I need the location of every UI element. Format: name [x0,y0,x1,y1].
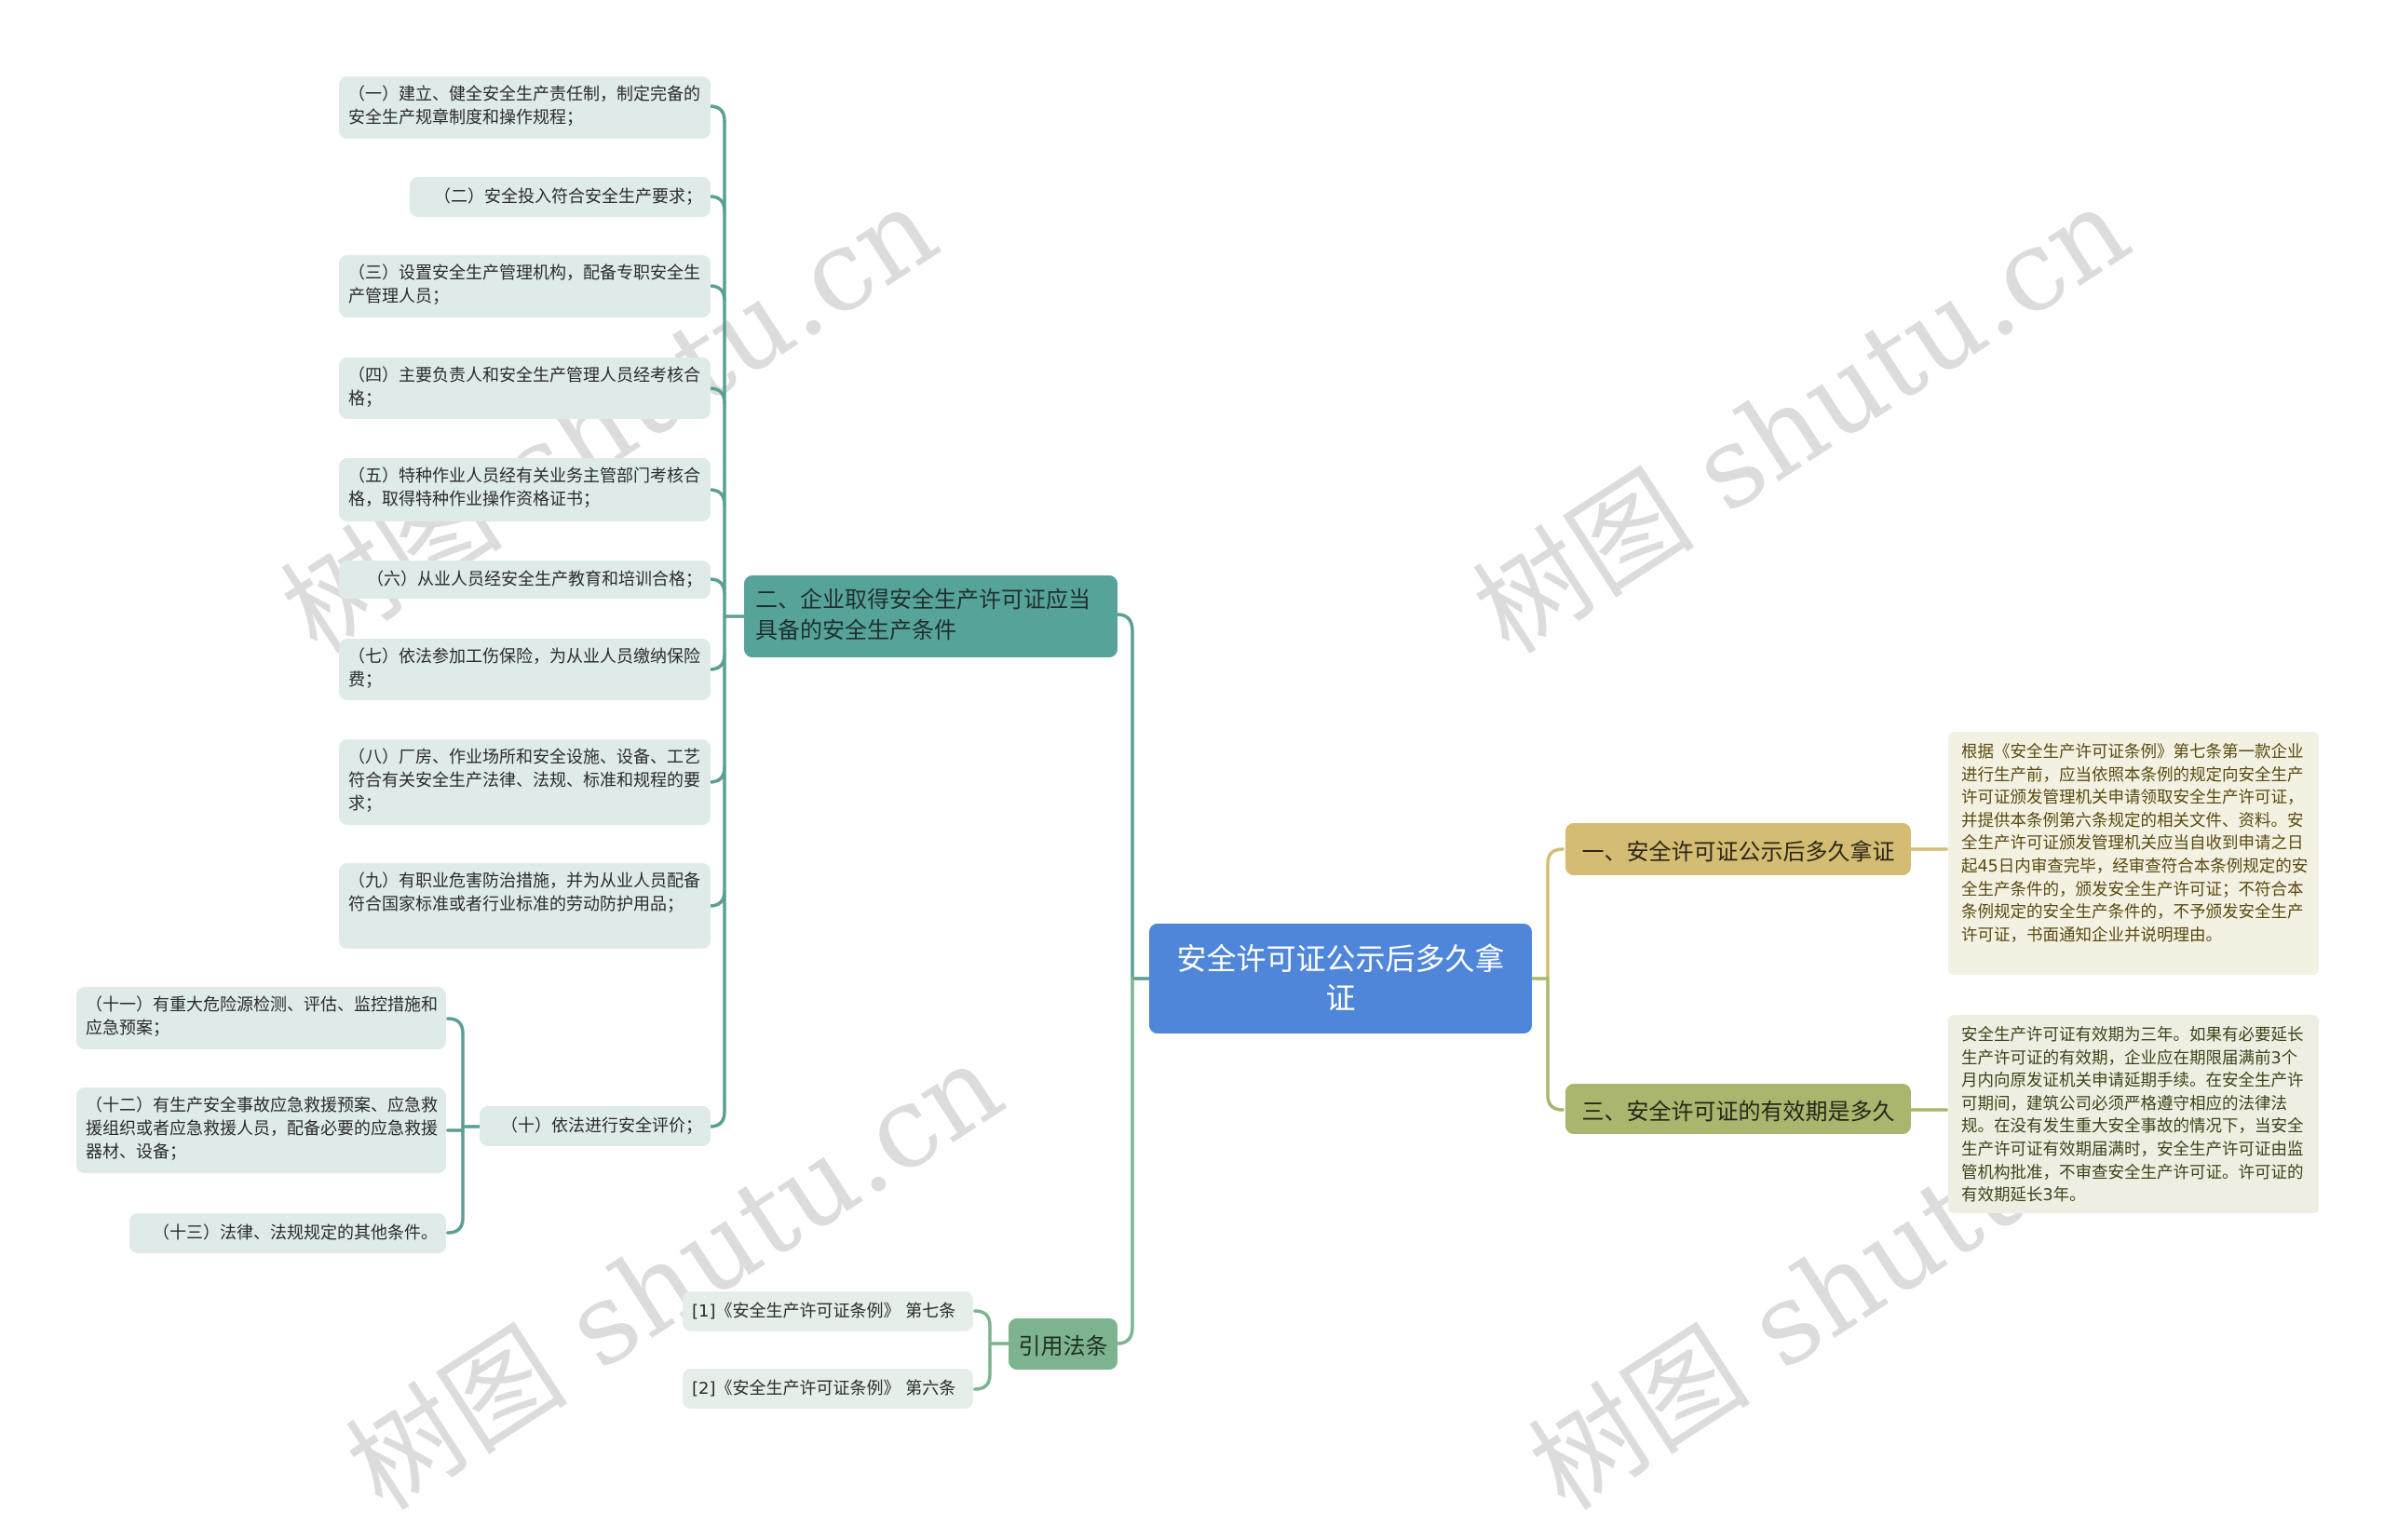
validity-detail: 安全生产许可证有效期为三年。如果有必要延长生产许可证的有效期，企业应在期限届满前… [1948,1015,2319,1213]
condition-item-1[interactable]: （一）建立、健全安全生产责任制，制定完备的安全生产规章制度和操作规程； [339,76,711,139]
condition-item-2[interactable]: （二）安全投入符合安全生产要求； [410,177,711,217]
condition-item-13[interactable]: （十三）法律、法规规定的其他条件。 [129,1213,446,1253]
branch-citations[interactable]: 引用法条 [1009,1318,1118,1370]
central-topic-label: 安全许可证公示后多久拿证 [1176,941,1505,1016]
citation-item-1[interactable]: [1]《安全生产许可证条例》 第七条 [683,1291,973,1331]
branch-validity[interactable]: 三、安全许可证的有效期是多久 [1565,1084,1911,1134]
condition-item-3[interactable]: （三）设置安全生产管理机构，配备专职安全生产管理人员； [339,255,711,317]
condition-item-8[interactable]: （八）厂房、作业场所和安全设施、设备、工艺符合有关安全生产法律、法规、标准和规程… [339,739,711,825]
condition-item-10[interactable]: （十）依法进行安全评价； [480,1106,711,1146]
citation-item-2[interactable]: [2]《安全生产许可证条例》 第六条 [683,1369,973,1409]
condition-item-9[interactable]: （九）有职业危害防治措施，并为从业人员配备符合国家标准或者行业标准的劳动防护用品… [339,863,711,949]
branch-citations-label: 引用法条 [1018,1333,1108,1359]
branch-conditions[interactable]: 二、企业取得安全生产许可证应当具备的安全生产条件 [744,575,1118,657]
branch-how-long-label: 一、安全许可证公示后多久拿证 [1581,838,1895,865]
how-long-detail: 根据《安全生产许可证条例》第七条第一款企业进行生产前，应当依照本条例的规定向安全… [1948,732,2319,975]
condition-item-11[interactable]: （十一）有重大危险源检测、评估、监控措施和应急预案； [76,987,446,1049]
connector-lines [446,104,1948,1391]
condition-item-5[interactable]: （五）特种作业人员经有关业务主管部门考核合格，取得特种作业操作资格证书； [339,458,711,521]
central-topic[interactable]: 安全许可证公示后多久拿证 [1149,924,1532,1033]
condition-item-4[interactable]: （四）主要负责人和安全生产管理人员经考核合格； [339,358,711,419]
branch-how-long[interactable]: 一、安全许可证公示后多久拿证 [1565,823,1911,875]
condition-item-6[interactable]: （六）从业人员经安全生产教育和培训合格； [339,561,711,599]
condition-item-12[interactable]: （十二）有生产安全事故应急救援预案、应急救援组织或者应急救援人员，配备必要的应急… [76,1087,446,1173]
condition-item-7[interactable]: （七）依法参加工伤保险，为从业人员缴纳保险费； [339,639,711,700]
branch-validity-label: 三、安全许可证的有效期是多久 [1581,1098,1895,1125]
